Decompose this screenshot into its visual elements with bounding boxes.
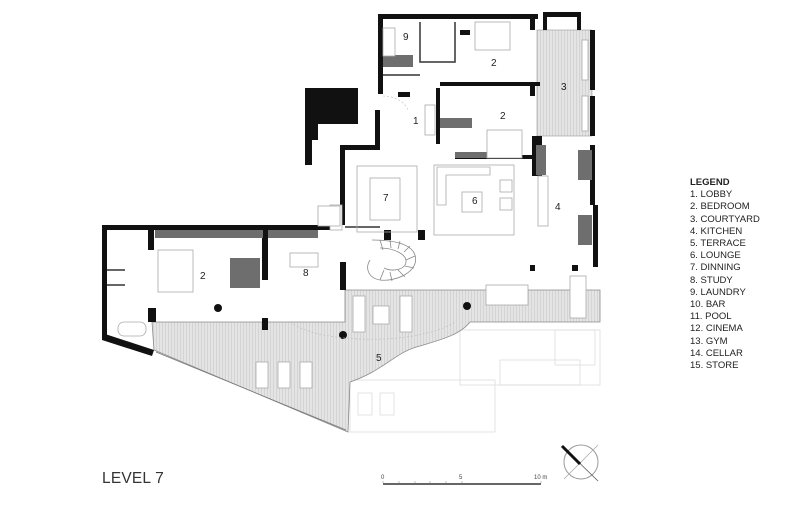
north-arrow-icon (560, 444, 599, 482)
legend-list: 1. LOBBY 2. BEDROOM 3. COURTYARD 4. KITC… (690, 189, 760, 372)
room-label: 6 (472, 196, 478, 207)
legend-item: 3. COURTYARD (690, 213, 760, 225)
legend: LEGEND 1. LOBBY 2. BEDROOM 3. COURTYARD … (690, 177, 760, 372)
room-label: 1 (413, 116, 419, 127)
legend-item: 8. STUDY (690, 274, 733, 286)
legend-item: 4. KITCHEN (690, 225, 743, 237)
room-label: 8 (303, 268, 309, 279)
room-label: 2 (500, 111, 506, 122)
legend-item: 10. BAR (690, 299, 726, 311)
room-label: 2 (200, 271, 206, 282)
scale-label-0: 0 (381, 475, 385, 481)
scale-label-5: 5 (459, 475, 463, 481)
legend-item: 15. STORE (690, 360, 739, 372)
room-label: 5 (376, 353, 382, 364)
room-label: 3 (561, 82, 567, 93)
legend-item: 6. LOUNGE (690, 250, 741, 262)
legend-item: 9. LAUNDRY (690, 286, 746, 298)
room-label: 2 (491, 58, 497, 69)
room-label: 4 (555, 202, 561, 213)
legend-item: 14. CELLAR (690, 347, 743, 359)
legend-title: LEGEND (690, 177, 730, 188)
door-swings (289, 95, 456, 340)
room-label: 7 (383, 193, 389, 204)
legend-item: 12. CINEMA (690, 323, 743, 335)
furniture (117, 21, 589, 389)
scale-label-10m: 10 m (534, 475, 548, 481)
terrace-edge (155, 351, 347, 431)
partitions (155, 55, 592, 288)
lower-level-outline (349, 329, 601, 433)
legend-item: 13. GYM (690, 335, 728, 347)
legend-item: 2. BEDROOM (690, 201, 750, 213)
room-label: 9 (403, 32, 409, 43)
legend-item: 5. TERRACE (690, 238, 746, 250)
spiral-stair (367, 239, 416, 282)
room-labels: 9 2 3 1 2 7 6 4 2 8 5 (200, 32, 567, 364)
legend-item: 7. DINNING (690, 262, 741, 274)
level-title: LEVEL 7 (102, 470, 165, 487)
legend-item: 11. POOL (690, 311, 732, 323)
scale-bar (382, 481, 542, 485)
columns (214, 302, 471, 339)
legend-item: 1. LOBBY (690, 189, 733, 201)
interior-walls (107, 22, 456, 286)
